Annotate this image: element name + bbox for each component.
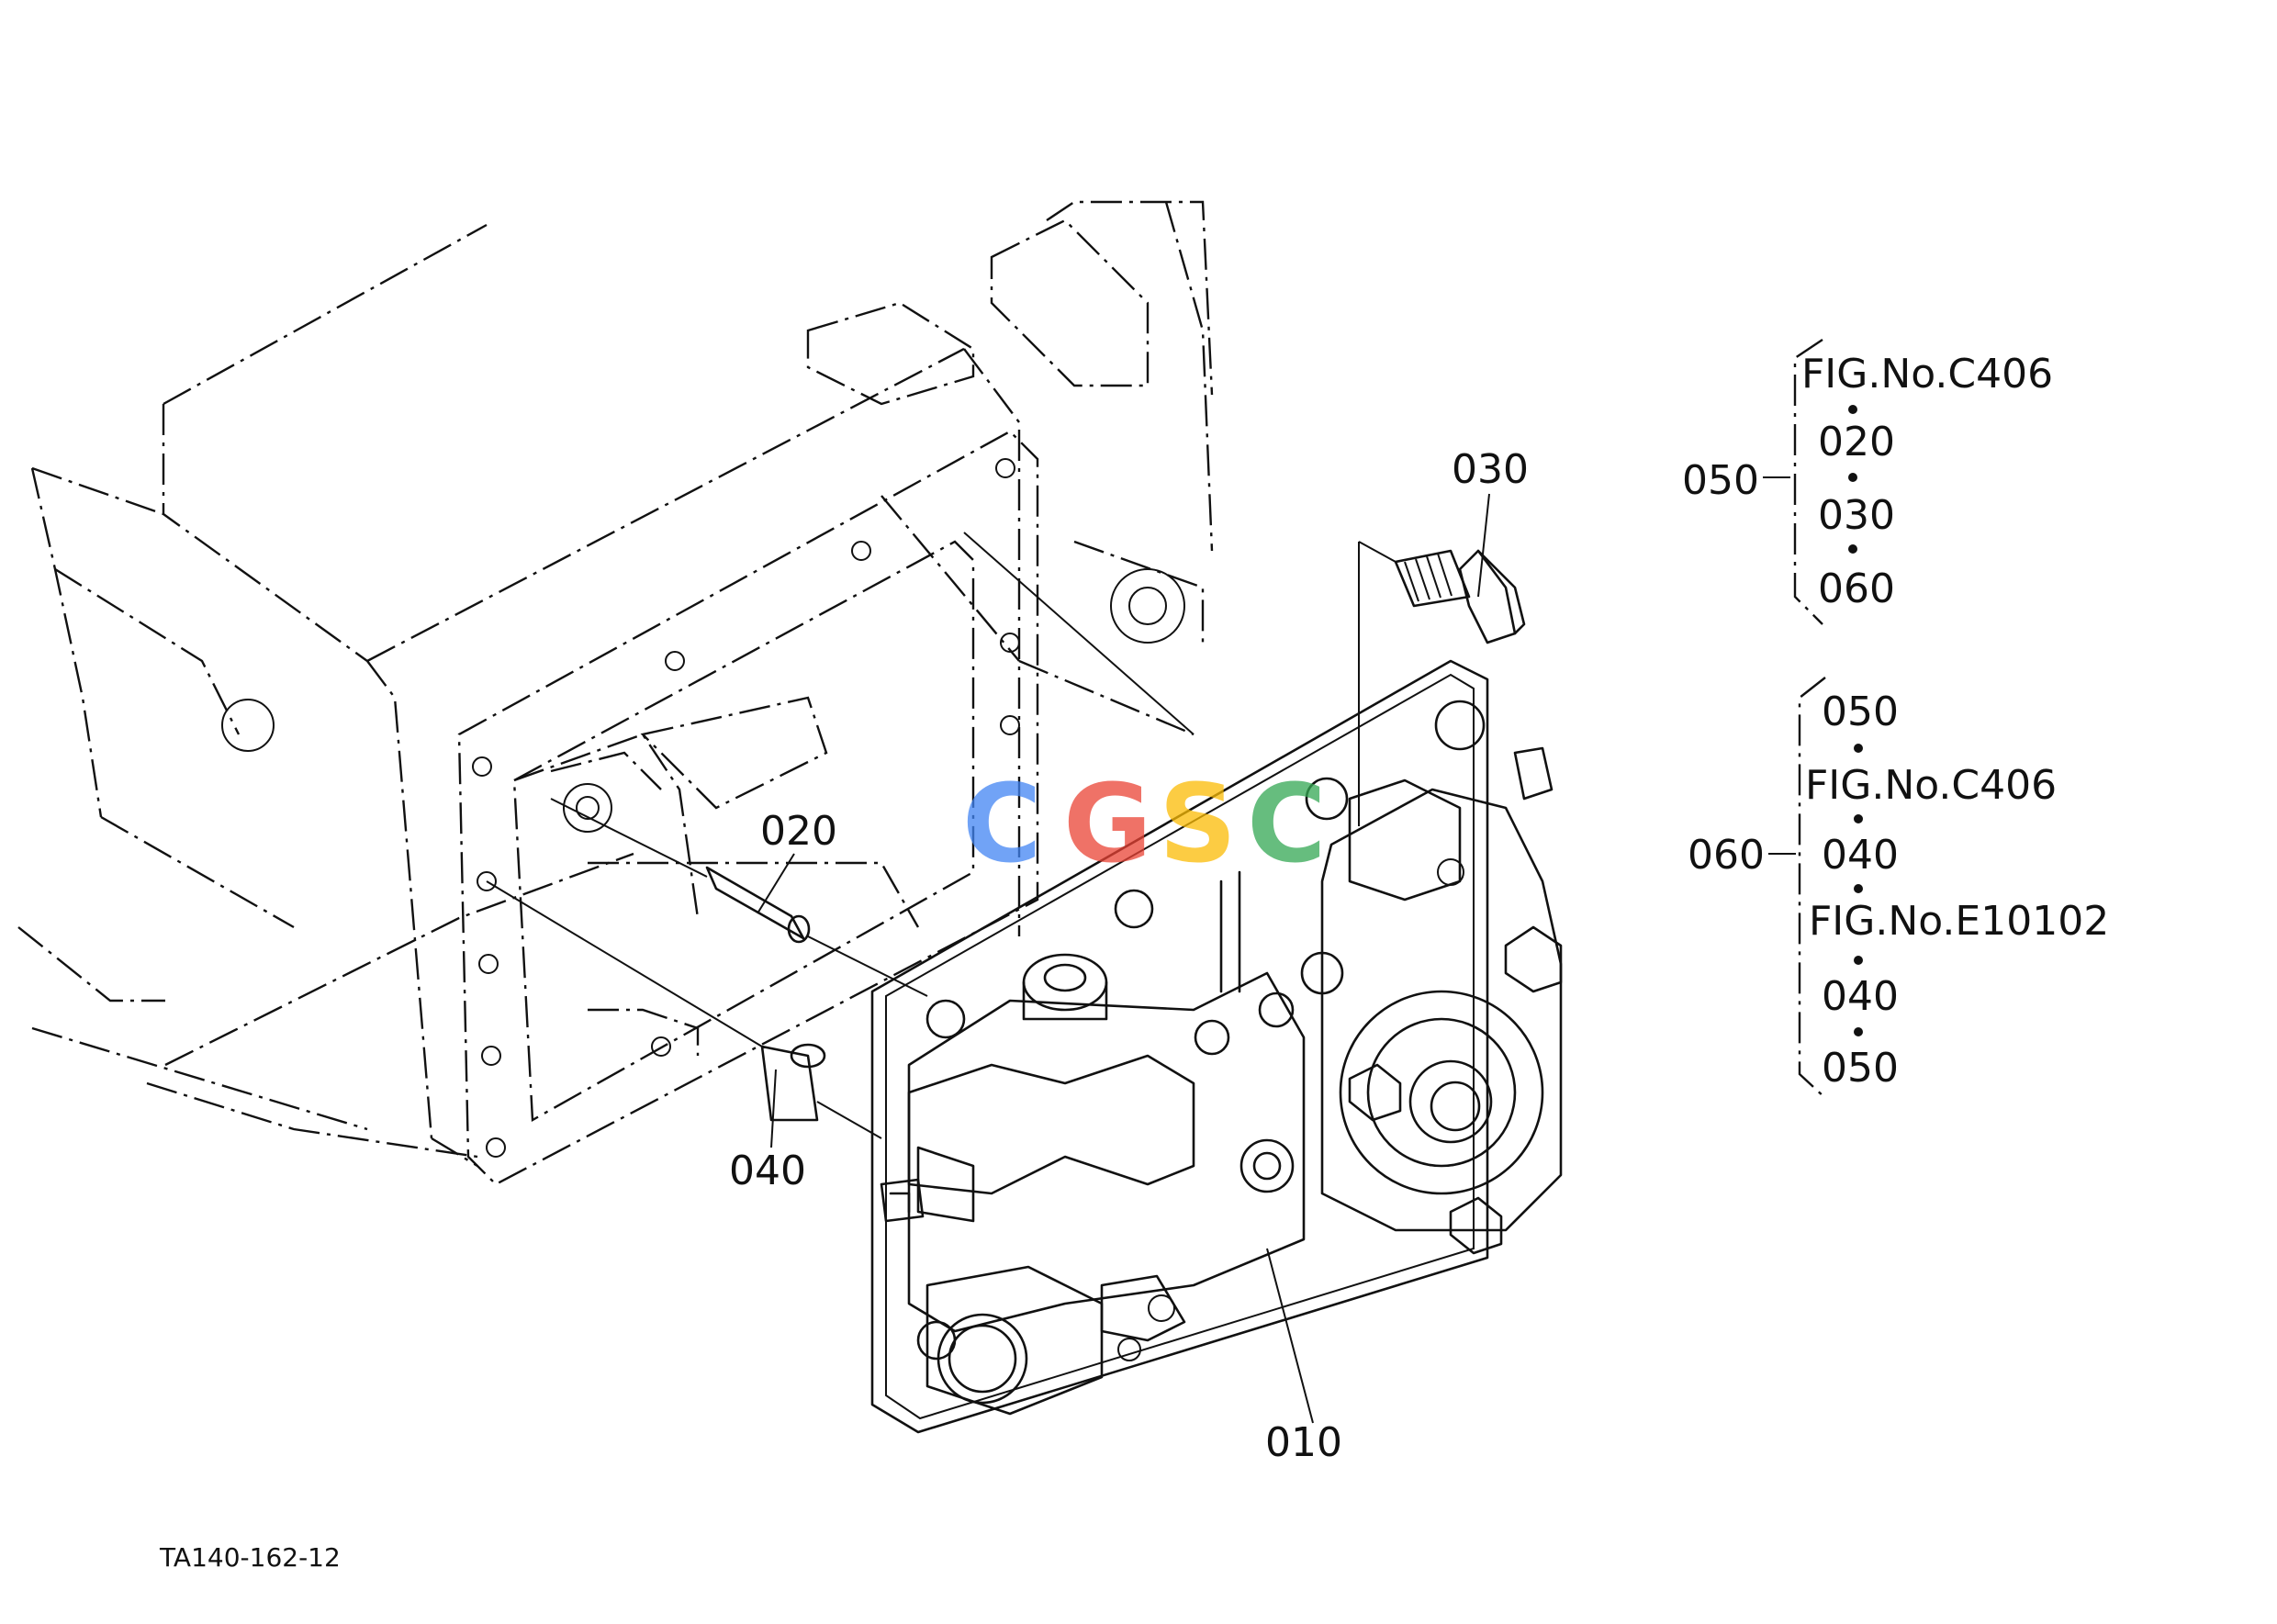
set-060-label: 060	[1688, 832, 1765, 879]
set-050-item-1: FIG.No.C406	[1801, 351, 2053, 398]
watermark-letter-2: G	[1063, 760, 1152, 887]
watermark-letter-3: S	[1159, 760, 1237, 887]
callout-010: 010	[1265, 1419, 1342, 1466]
set-050-item-2: 020	[1818, 419, 1895, 465]
drawing-code: TA140-162-12	[159, 1542, 341, 1573]
set-060-item-2: FIG.No.C406	[1805, 762, 2057, 809]
pin-040-part	[486, 880, 882, 1139]
callout-040: 040	[729, 1148, 806, 1194]
valve-assembly-010-part	[870, 659, 1563, 1434]
transmission-housing	[17, 200, 1214, 1186]
watermark: C G S C	[962, 760, 1327, 887]
set-060-item-1: 050	[1822, 689, 1899, 735]
set-060-item-3: 040	[1822, 832, 1899, 879]
watermark-letter-1: C	[962, 760, 1042, 887]
set-060-item-4: FIG.No.E10102	[1809, 898, 2109, 945]
set-050-item-4: 060	[1818, 566, 1895, 612]
pin-020-part	[550, 798, 928, 997]
callout-030: 030	[1452, 446, 1529, 493]
set-050-item-3: 030	[1818, 492, 1895, 539]
set-050-bracket: 050 FIG.No.C406 020 030 060	[1682, 339, 2053, 625]
set-060-item-6: 050	[1822, 1045, 1899, 1092]
bolt-030-part	[963, 532, 1526, 826]
set-050-label: 050	[1682, 457, 1759, 504]
set-060-bracket: 060 050 FIG.No.C406 040 FIG.No.E10102 04…	[1688, 677, 2109, 1099]
watermark-letter-4: C	[1247, 760, 1327, 887]
callout-020: 020	[760, 808, 837, 855]
set-060-item-5: 040	[1822, 973, 1899, 1020]
